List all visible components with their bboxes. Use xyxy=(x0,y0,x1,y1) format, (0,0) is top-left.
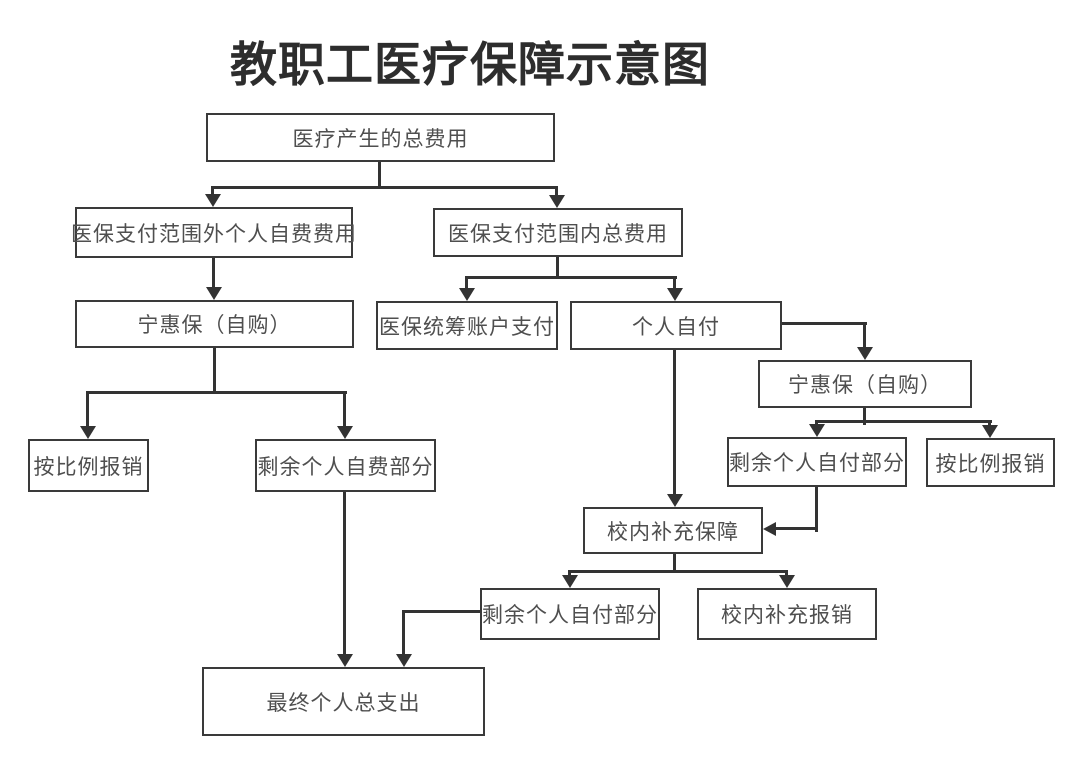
edge-rem-pay-to-school-v xyxy=(815,487,818,532)
arrowhead-to-prop-right xyxy=(982,425,998,438)
node-ninghuibao-right: 宁惠保（自购） xyxy=(758,360,972,408)
edge-nhb-left-bar xyxy=(86,391,347,394)
arrowhead-to-rem-pay-bottom xyxy=(562,575,578,588)
edge-outscope-to-nhb-left xyxy=(212,258,215,289)
node-proportional-reimburse-right: 按比例报销 xyxy=(926,438,1055,487)
edge-rem-pay-bottom-to-final-v xyxy=(402,610,405,656)
node-out-of-scope-self-fee: 医保支付范围外个人自费费用 xyxy=(71,207,356,258)
edge-to-rem-pay-right-drop xyxy=(815,420,818,426)
node-pooling-account-pay: 医保统筹账户支付 xyxy=(376,301,558,350)
edge-inscope-to-personal-drop xyxy=(673,276,676,290)
arrowhead-to-school-reimb xyxy=(779,575,795,588)
node-final-total-spend: 最终个人总支出 xyxy=(202,667,485,736)
arrowhead-to-nhb-right xyxy=(857,347,873,360)
node-remaining-self-pay-right: 剩余个人自付部分 xyxy=(727,437,907,487)
arrowhead-to-pooling xyxy=(459,288,475,301)
edge-nhb-right-stem xyxy=(863,408,866,425)
node-school-reimbursement: 校内补充报销 xyxy=(697,588,877,640)
edge-inscope-split-stem xyxy=(556,257,559,279)
edge-rem-fee-to-final xyxy=(343,492,346,656)
node-remaining-self-fee: 剩余个人自费部分 xyxy=(255,439,436,492)
page-title: 教职工医疗保障示意图 xyxy=(230,38,710,91)
arrowhead-to-out-of-scope xyxy=(205,194,221,207)
edge-to-remaining-fee-drop xyxy=(343,391,346,428)
edge-inscope-to-pooling-drop xyxy=(465,276,468,290)
edge-inscope-split-bar xyxy=(465,276,677,279)
arrowhead-rem-pay-to-final xyxy=(396,654,412,667)
edge-rem-pay-bottom-to-final-h xyxy=(402,610,480,613)
edge-nhb-right-bar xyxy=(815,420,992,423)
edge-school-supp-stem xyxy=(673,554,676,573)
edge-to-school-reimb-drop xyxy=(785,570,788,577)
edge-school-supp-bar xyxy=(568,570,788,573)
edge-to-prop-right-drop xyxy=(988,420,991,427)
node-total-cost: 医疗产生的总费用 xyxy=(206,113,555,162)
edge-total-to-inscope-drop xyxy=(555,186,558,197)
arrowhead-to-school-supp xyxy=(667,494,683,507)
edge-personal-to-nhb-right-v xyxy=(863,322,866,349)
node-school-supplement: 校内补充保障 xyxy=(583,507,763,554)
edge-to-prop-left-drop xyxy=(86,391,89,428)
arrowhead-to-rem-pay-right xyxy=(809,424,825,437)
edge-personal-to-nhb-right-h xyxy=(782,322,867,325)
arrowhead-into-school-supp-side xyxy=(763,522,776,536)
arrowhead-to-prop-left xyxy=(80,426,96,439)
arrowhead-rem-fee-to-final xyxy=(337,654,353,667)
edge-personal-to-school-supp xyxy=(673,350,676,496)
arrowhead-to-nhb-left xyxy=(206,287,222,300)
arrowhead-to-in-scope xyxy=(549,195,565,208)
arrowhead-to-remaining-fee xyxy=(337,426,353,439)
edge-total-split-stem xyxy=(378,162,381,189)
edge-to-rem-pay-bottom-drop xyxy=(568,570,571,577)
node-remaining-self-pay-bottom: 剩余个人自付部分 xyxy=(480,588,660,640)
edge-total-to-outscope-drop xyxy=(211,186,214,196)
arrowhead-to-personal-pay xyxy=(667,288,683,301)
node-in-scope-total: 医保支付范围内总费用 xyxy=(433,208,683,257)
edge-total-split-bar xyxy=(211,186,558,189)
node-proportional-reimburse-left: 按比例报销 xyxy=(28,439,149,492)
node-ninghuibao-left: 宁惠保（自购） xyxy=(75,300,354,348)
node-personal-pay: 个人自付 xyxy=(570,301,782,350)
edge-rem-pay-to-school-h xyxy=(776,527,818,530)
edge-nhb-left-stem xyxy=(213,348,216,394)
